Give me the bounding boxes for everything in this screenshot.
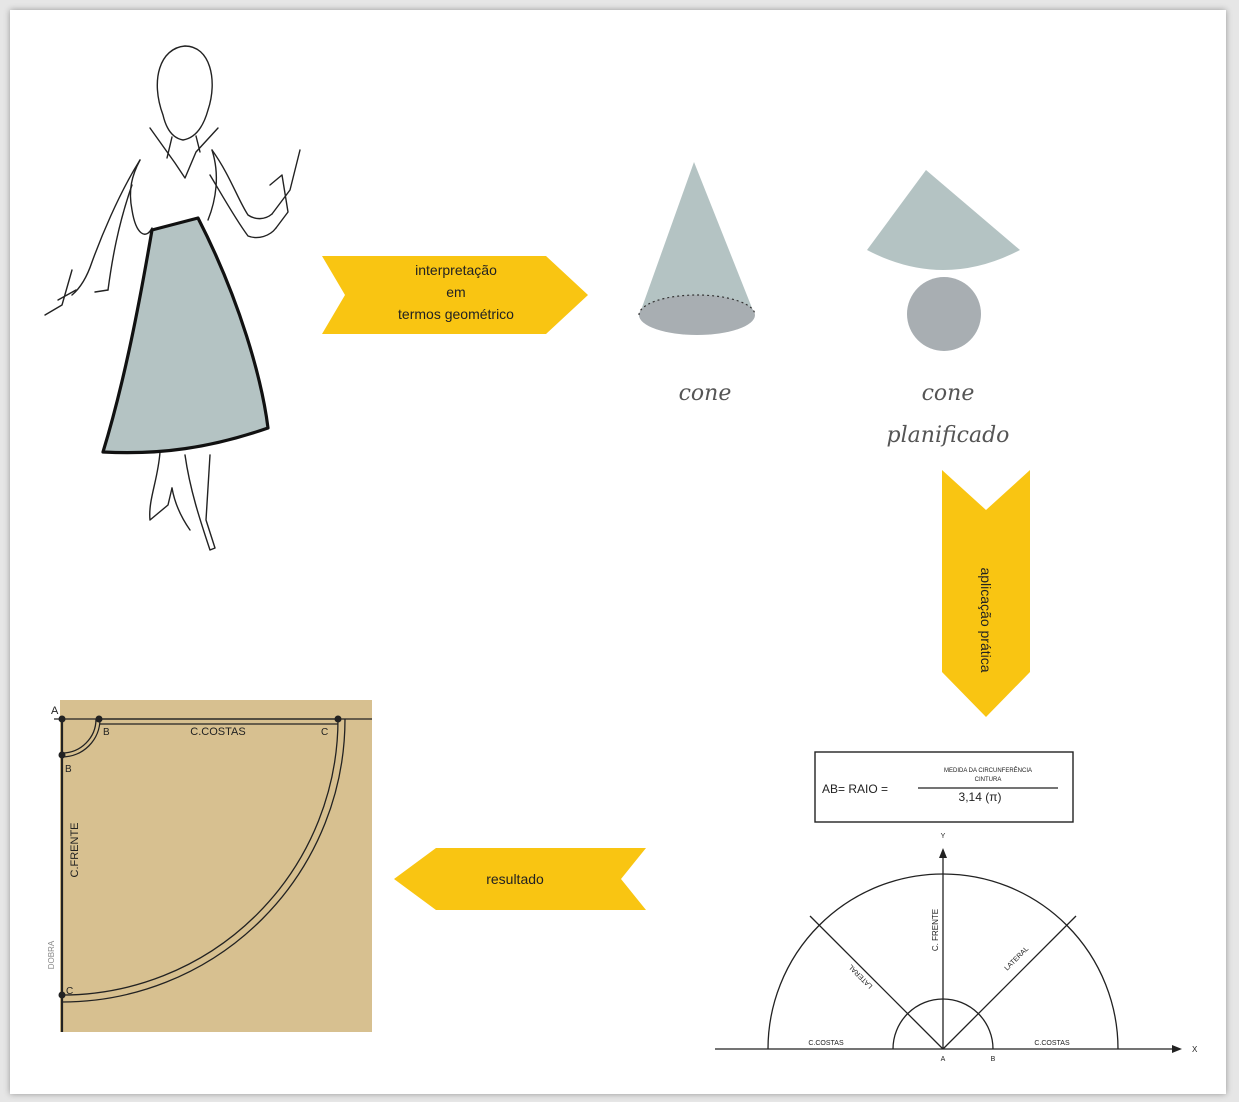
- lateral-label-right: LATERAL: [1004, 946, 1031, 973]
- pattern-point-a: A: [51, 705, 59, 717]
- application-arrow: aplicação prática: [942, 470, 1030, 717]
- pattern-point-c-side: C: [66, 986, 73, 997]
- pattern-point-b-side: B: [65, 764, 72, 775]
- back-label-left: C.COSTAS: [808, 1040, 844, 1047]
- woman-in-skirt-icon: [44, 45, 301, 551]
- result-label: resultado: [486, 871, 544, 887]
- formula-left: AB= RAIO =: [822, 782, 888, 796]
- point-b-label: B: [991, 1056, 996, 1063]
- flattened-cone-base: [907, 277, 981, 351]
- interpretation-line-2: em: [446, 284, 465, 300]
- pattern-point-c-top: C: [321, 727, 328, 738]
- skirt-pattern: [54, 700, 372, 1032]
- formula-box: AB= RAIO = MEDIDA DA CIRCUNFERÊNCIA CINT…: [814, 751, 1074, 823]
- back-label-right: C.COSTAS: [1034, 1040, 1070, 1047]
- geometry-diagram: [715, 848, 1182, 1053]
- cone-base: [639, 295, 755, 335]
- formula-numerator-line-2: CINTURA: [975, 777, 1002, 783]
- axis-y-label: Y: [941, 833, 946, 840]
- front-label: C. FRENTE: [931, 909, 940, 951]
- skirt-shape: [101, 216, 270, 455]
- cone-flat-label-line-2: planificado: [887, 423, 1010, 448]
- application-label: aplicação prática: [978, 567, 994, 672]
- interpretation-line-1: interpretação: [415, 262, 497, 278]
- cone-flat-label-line-1: cone: [922, 381, 975, 406]
- flattened-cone-shape: [867, 170, 1020, 351]
- result-arrow: resultado: [394, 848, 646, 910]
- pattern-paper: [60, 700, 372, 1032]
- interpretation-arrow: interpretação em termos geométrico: [322, 256, 588, 334]
- formula-numerator-line-1: MEDIDA DA CIRCUNFERÊNCIA: [944, 766, 1032, 774]
- pattern-fold-label: DOBRA: [47, 940, 56, 969]
- cone-shape: [638, 162, 756, 335]
- pattern-point-b-top: B: [103, 727, 110, 738]
- pattern-back-label: C.COSTAS: [190, 726, 245, 738]
- cone-label: cone: [679, 381, 732, 406]
- pattern-front-label: C.FRENTE: [69, 823, 81, 878]
- axis-x-label: X: [1192, 1045, 1198, 1054]
- interpretation-line-3: termos geométrico: [398, 306, 514, 322]
- point-a-label: A: [941, 1056, 946, 1063]
- formula-denominator: 3,14 (π): [959, 790, 1002, 804]
